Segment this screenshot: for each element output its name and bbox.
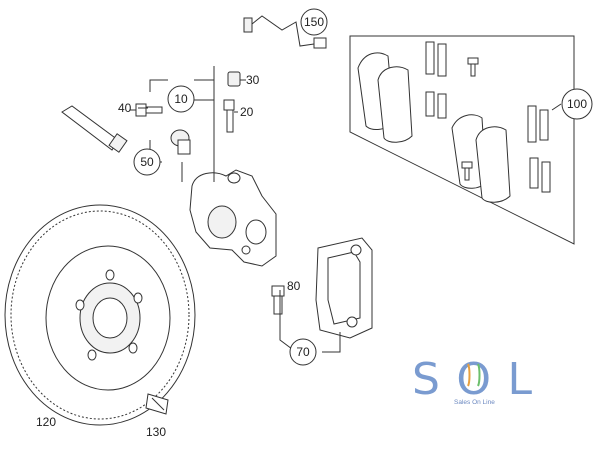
svg-text:100: 100 <box>567 97 587 111</box>
caliper-bracket <box>315 237 373 339</box>
pad-bolts <box>461 57 479 181</box>
bleeder-screw <box>223 99 235 133</box>
bleeder-cap <box>227 71 241 87</box>
callout-10: 10 <box>167 85 195 113</box>
svg-text:150: 150 <box>304 15 324 29</box>
label-120: 120 <box>36 415 56 429</box>
callout-150: 150 <box>300 8 328 36</box>
brake-pad-set-2 <box>451 114 511 203</box>
logo-tagline: Sales On Line <box>454 399 495 406</box>
anti-rattle-clips <box>425 41 551 193</box>
svg-text:10: 10 <box>174 92 188 106</box>
callout-70: 70 <box>289 338 317 366</box>
brake-disc <box>4 204 196 426</box>
guide-sleeve <box>170 129 191 155</box>
label-80: 80 <box>287 279 301 293</box>
label-30: 30 <box>246 73 260 87</box>
caliper-body <box>189 169 277 267</box>
sol-logo: SOL Sales On Line <box>412 354 532 406</box>
brake-pad-kit <box>349 35 575 245</box>
bolt-40 <box>130 103 163 117</box>
label-20: 20 <box>240 105 254 119</box>
grease-tube <box>61 105 128 153</box>
label-40: 40 <box>118 101 132 115</box>
callout-50: 50 <box>133 148 161 176</box>
svg-text:70: 70 <box>296 345 310 359</box>
bolt-130 <box>145 393 169 415</box>
svg-text:50: 50 <box>140 155 154 169</box>
callout-100: 100 <box>561 88 593 120</box>
brake-pad-set-1 <box>357 52 413 143</box>
bolt-80 <box>271 285 285 315</box>
label-130: 130 <box>146 425 166 439</box>
wear-sensor <box>243 15 327 49</box>
logo-text: SOL <box>412 354 532 405</box>
